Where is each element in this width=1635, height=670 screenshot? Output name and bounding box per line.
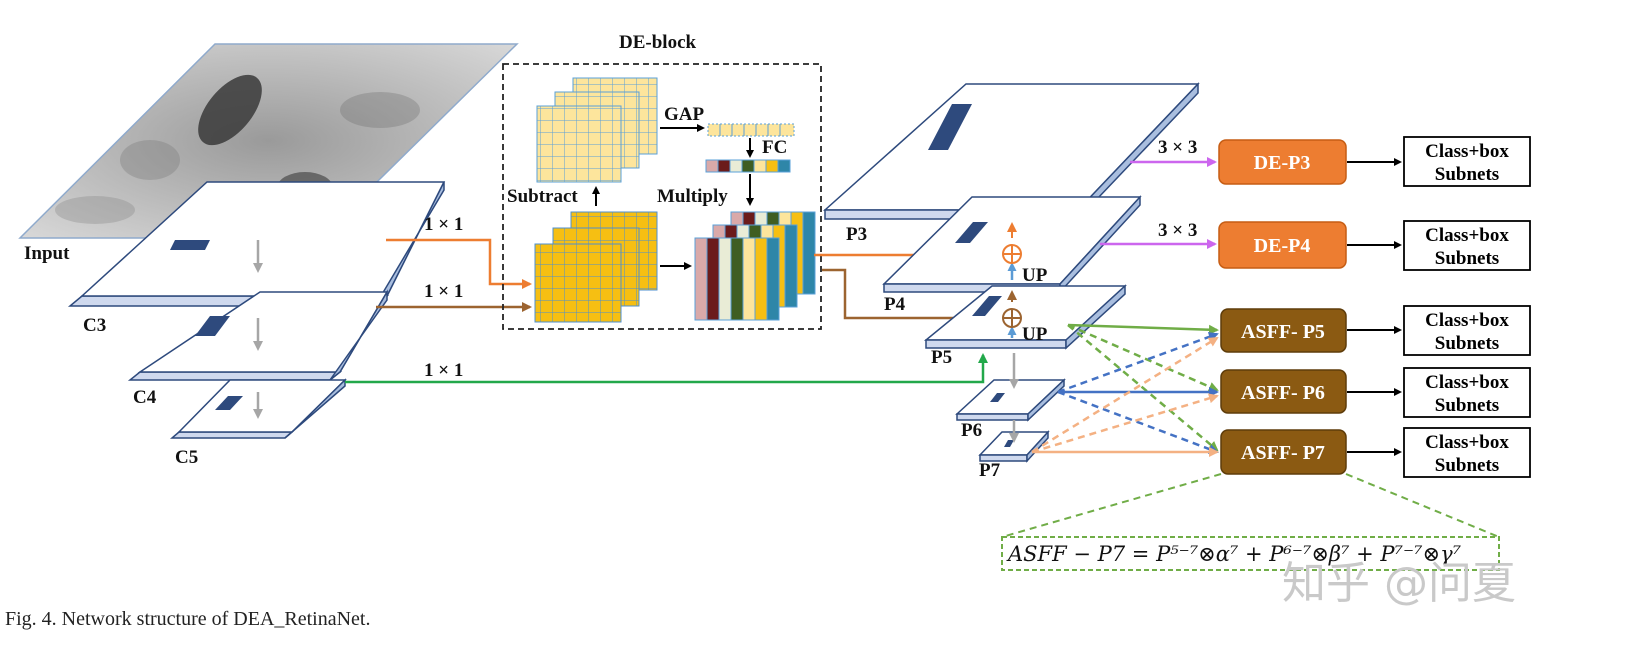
p5-sum-node bbox=[1002, 308, 1022, 328]
asff-p6-module: ASFF- P6 bbox=[1220, 369, 1347, 414]
p3-label: P3 bbox=[846, 224, 867, 245]
p7-label: P7 bbox=[979, 460, 1001, 481]
c3-lateral-path bbox=[386, 238, 532, 289]
p6-layer bbox=[955, 378, 1066, 422]
subtract-feature-stack bbox=[536, 77, 658, 183]
equation-callout-right bbox=[1345, 473, 1500, 538]
subnet-p7: Class+box Subnets bbox=[1403, 427, 1531, 478]
subnet-p6-line1: Class+box bbox=[1425, 372, 1509, 393]
fc-label: FC bbox=[762, 137, 787, 158]
subnet-p6: Class+box Subnets bbox=[1403, 367, 1531, 418]
subnet-p6-line2: Subnets bbox=[1435, 395, 1499, 416]
p4-up-label: UP bbox=[1022, 265, 1048, 286]
p4-label: P4 bbox=[884, 294, 906, 315]
watermark: 知乎 @问夏 bbox=[1282, 558, 1516, 609]
c3-conv-label: 1 × 1 bbox=[424, 214, 463, 235]
p7-layer bbox=[978, 430, 1050, 463]
p4-conv-label: 3 × 3 bbox=[1158, 220, 1197, 241]
subnet-p5-line2: Subnets bbox=[1435, 333, 1499, 354]
c5-layer bbox=[169, 378, 347, 439]
asff-fusion-lines bbox=[1031, 323, 1219, 457]
subnet-p7-line2: Subnets bbox=[1435, 455, 1499, 476]
p3-conv-label: 3 × 3 bbox=[1158, 137, 1197, 158]
p4-sum-node bbox=[1002, 244, 1022, 264]
subnet-p5-line1: Class+box bbox=[1425, 310, 1509, 331]
subnet-p4: Class+box Subnets bbox=[1403, 220, 1531, 271]
figure-caption: Fig. 4. Network structure of DEA_RetinaN… bbox=[5, 608, 370, 630]
fc-weight-vector bbox=[705, 159, 791, 173]
subnet-p3-line2: Subnets bbox=[1435, 164, 1499, 185]
de-to-p5-path bbox=[822, 268, 1002, 323]
c5-label: C5 bbox=[175, 447, 198, 468]
gap-label: GAP bbox=[664, 104, 705, 125]
de-p3-module: DE-P3 bbox=[1218, 139, 1347, 185]
c3-label: C3 bbox=[83, 315, 106, 336]
de-p3-label: DE-P3 bbox=[1254, 152, 1311, 174]
subnet-p5: Class+box Subnets bbox=[1403, 305, 1531, 356]
input-label: Input bbox=[24, 243, 70, 264]
input-feature-stack bbox=[534, 211, 658, 323]
gap-vector bbox=[707, 123, 795, 137]
de-block-title: DE-block bbox=[619, 32, 697, 53]
subnet-p3-line1: Class+box bbox=[1425, 141, 1509, 162]
c4-layer bbox=[127, 289, 389, 381]
subtract-label: Subtract bbox=[507, 186, 578, 207]
equation-callout-left bbox=[1001, 473, 1222, 538]
de-p4-module: DE-P4 bbox=[1218, 221, 1347, 269]
p5-layer bbox=[923, 284, 1127, 350]
subnet-p4-line1: Class+box bbox=[1425, 225, 1509, 246]
asff-p5-label: ASFF- P5 bbox=[1241, 321, 1325, 343]
subnet-p7-line1: Class+box bbox=[1425, 432, 1509, 453]
asff-p7-label: ASFF- P7 bbox=[1241, 442, 1325, 464]
asff-p6-label: ASFF- P6 bbox=[1241, 382, 1325, 404]
c5-conv-label: 1 × 1 bbox=[424, 360, 463, 381]
subnet-p3: Class+box Subnets bbox=[1403, 136, 1531, 187]
de-p4-label: DE-P4 bbox=[1254, 235, 1311, 257]
c4-conv-label: 1 × 1 bbox=[424, 281, 463, 302]
c4-label: C4 bbox=[133, 387, 157, 408]
multiply-label: Multiply bbox=[657, 186, 728, 207]
multiplied-feature-stack bbox=[694, 211, 816, 321]
c5-lateral-path bbox=[345, 353, 988, 384]
asff-p7-module: ASFF- P7 bbox=[1220, 429, 1347, 475]
asff-equation: ASFF − P7 = P⁵⁻⁷⊗α⁷ + P⁶⁻⁷⊗β⁷ + P⁷⁻⁷⊗γ⁷ bbox=[1006, 542, 1462, 566]
p6-label: P6 bbox=[961, 420, 982, 441]
p5-label: P5 bbox=[931, 347, 952, 368]
equation-box bbox=[1001, 536, 1500, 571]
de-block-frame bbox=[502, 63, 822, 330]
p5-up-label: UP bbox=[1022, 324, 1048, 345]
subnet-p4-line2: Subnets bbox=[1435, 248, 1499, 269]
asff-p5-module: ASFF- P5 bbox=[1220, 308, 1347, 353]
